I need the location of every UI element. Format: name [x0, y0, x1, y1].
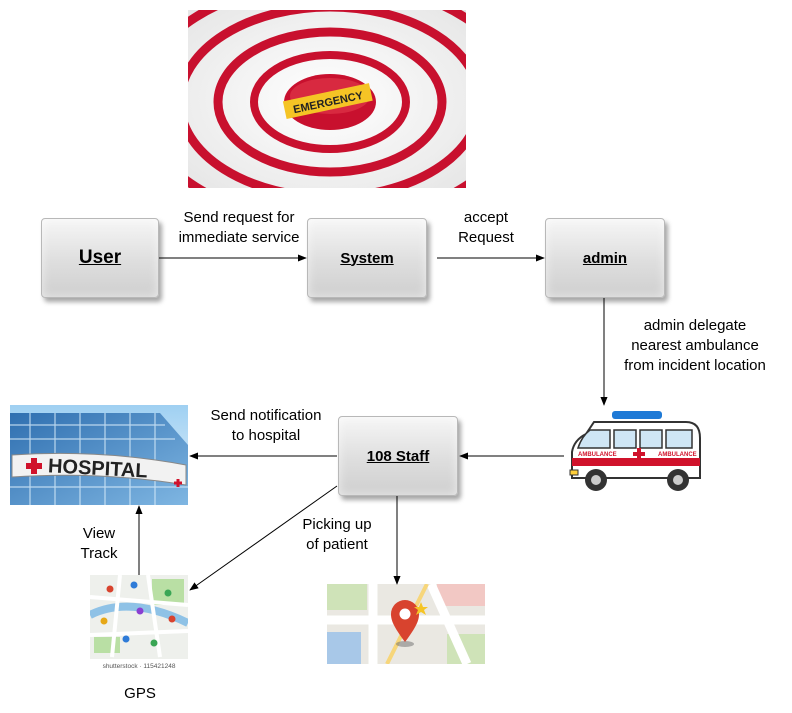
label-system-admin: accept Request — [458, 209, 514, 246]
emergency-target-image: EMERGENCY — [188, 10, 466, 188]
ambulance-text-front: AMBULANCE — [578, 452, 617, 458]
gps-watermark-text: shutterstock · 115421248 — [103, 663, 176, 670]
label-admin-ambulance: admin delegate nearest ambulance from in… — [624, 317, 766, 374]
gps-map-image: shutterstock · 115421248 — [90, 575, 188, 673]
staff-node: 108 Staff — [338, 416, 458, 496]
system-node: System — [307, 218, 427, 298]
ambulance-image: AMBULANCE AMBULANCE — [566, 408, 706, 500]
ambulance-text-side: AMBULANCE — [658, 452, 697, 458]
admin-node: admin — [545, 218, 665, 298]
gps-caption: GPS — [124, 685, 156, 702]
user-node: User — [41, 218, 159, 298]
hospital-sign-text: HOSPITAL — [47, 455, 148, 482]
label-staff-hospital: Send notification to hospital — [210, 407, 322, 444]
label-gps-hospital: View Track — [80, 525, 118, 562]
label-staff-pickup: Picking up of patient — [302, 516, 372, 553]
label-user-system: Send request for immediate service — [178, 209, 300, 246]
pickup-map-image — [327, 584, 485, 664]
hospital-image: HOSPITAL — [10, 405, 188, 505]
